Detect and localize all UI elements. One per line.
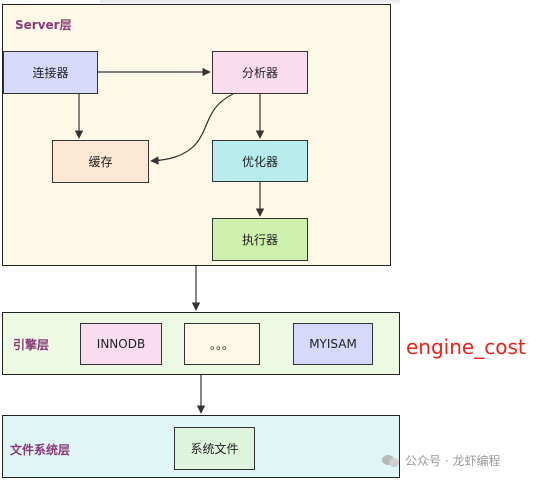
top-shadow — [100, 0, 400, 6]
system-file-box: 系统文件 — [174, 427, 255, 470]
watermark: 公众号 · 龙虾编程 — [382, 452, 500, 469]
watermark-text: 公众号 · 龙虾编程 — [405, 454, 501, 468]
ellipsis-box: 。。。 — [184, 323, 260, 365]
myisam-box: MYISAM — [293, 323, 373, 365]
cache-box: 缓存 — [52, 140, 149, 183]
innodb-label: INNODB — [96, 337, 146, 351]
connector-box: 连接器 — [3, 51, 98, 94]
myisam-label: MYISAM — [309, 337, 357, 351]
engine-layer-title: 引擎层 — [13, 338, 50, 352]
analyzer-label: 分析器 — [241, 66, 278, 80]
optimizer-label: 优化器 — [241, 154, 278, 169]
connector-label: 连接器 — [32, 66, 69, 80]
server-layer-title: Server层 — [15, 18, 72, 32]
executor-label: 执行器 — [241, 233, 278, 247]
filesystem-layer-title: 文件系统层 — [10, 443, 71, 457]
server-layer: Server层 — [2, 4, 391, 266]
engine-cost-annotation: engine_cost — [406, 335, 526, 359]
system-file-label: 系统文件 — [190, 442, 239, 456]
optimizer-box: 优化器 — [212, 140, 308, 182]
cache-label: 缓存 — [88, 155, 113, 169]
innodb-box: INNODB — [80, 323, 162, 365]
ellipsis-label: 。。。 — [209, 337, 234, 352]
executor-box: 执行器 — [212, 218, 308, 261]
wechat-icon — [382, 454, 400, 468]
analyzer-box: 分析器 — [212, 51, 308, 94]
